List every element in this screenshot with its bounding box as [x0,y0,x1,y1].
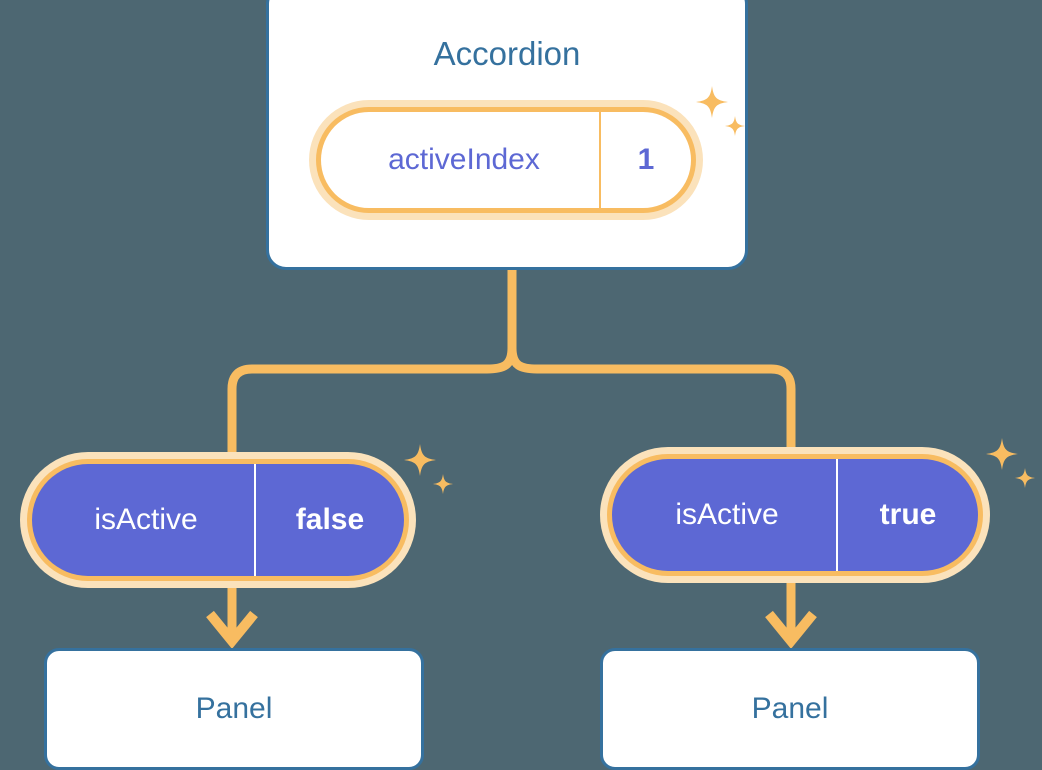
prop-pill-isactive-false[interactable]: isActive false [20,452,416,588]
prop-pill-activeindex[interactable]: activeIndex 1 [309,100,703,220]
prop-value: 1 [599,112,691,208]
component-card-panel-left[interactable]: Panel [44,648,424,770]
prop-pill-ring: isActive true [607,454,983,576]
prop-name: activeIndex [388,143,540,176]
prop-name: isActive [675,498,779,531]
prop-pill-body: activeIndex 1 [321,112,691,208]
component-title: Panel [751,692,829,725]
prop-value: false [254,464,404,576]
prop-pill-ring: isActive false [27,459,409,581]
prop-pill-body: isActive false [32,464,404,576]
connector-fork-right [507,347,771,374]
arrow-head-right [765,610,817,649]
connector-fork-left [252,347,517,374]
connector-branch-right [770,364,796,457]
connector-branch-left [227,364,253,462]
prop-pill-ring: activeIndex 1 [316,107,696,213]
arrow-head-left [206,610,258,649]
component-card-panel-right[interactable]: Panel [600,648,980,770]
prop-value: true [836,459,978,571]
prop-pill-body: isActive true [612,459,978,571]
prop-name: isActive [94,503,198,536]
component-title: Panel [195,692,273,725]
prop-pill-isactive-true[interactable]: isActive true [600,447,990,583]
page-title: Accordion [433,35,581,72]
